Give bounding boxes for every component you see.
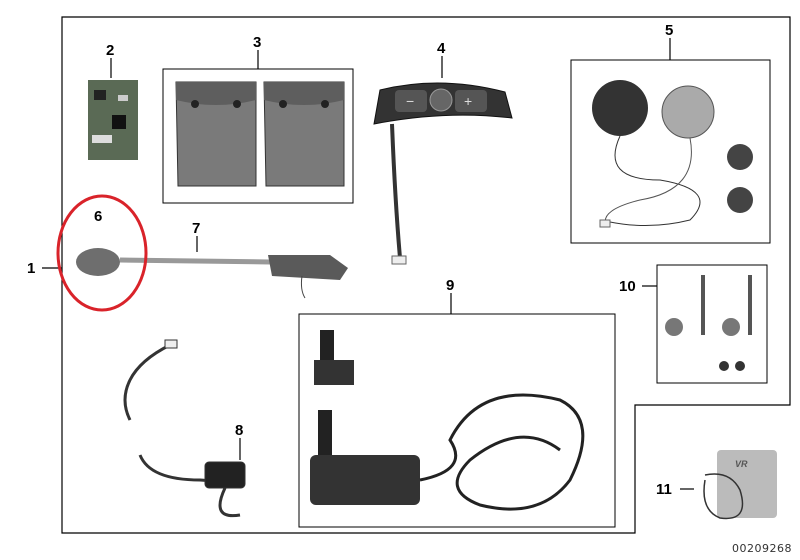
part-label-3: 3 (253, 34, 262, 51)
highlight-ring-part-6 (56, 194, 148, 312)
control-unit-part-4: − + (373, 82, 513, 265)
part-label-8: 8 (235, 422, 244, 439)
microphone-part-6-7 (76, 248, 348, 299)
speakers-part-5 (592, 80, 753, 228)
part-label-11: 11 (656, 481, 672, 498)
mounting-parts-10 (665, 275, 752, 371)
part-label-1: 1 (27, 260, 36, 277)
cable-part-8 (123, 339, 246, 518)
chargers-part-9 (310, 330, 585, 511)
part-label-5: 5 (665, 22, 674, 39)
part-label-6: 6 (94, 208, 103, 225)
main-frame (61, 16, 791, 534)
circuit-board-part-2 (88, 80, 138, 160)
part-label-10: 10 (619, 278, 636, 295)
part-label-4: 4 (437, 40, 446, 57)
box-part-10 (656, 264, 768, 384)
part-label-9: 9 (446, 277, 455, 294)
svg-text:VR: VR (735, 459, 748, 469)
pouches-part-3 (175, 81, 345, 187)
svg-text:−: − (406, 93, 414, 109)
part-label-2: 2 (106, 42, 115, 59)
svg-text:+: + (464, 93, 472, 109)
leader-lines (42, 38, 694, 490)
part-label-7: 7 (192, 220, 201, 237)
box-part-9 (298, 313, 616, 528)
document-number: 00209268 (732, 542, 792, 555)
battery-part-11: VR (703, 450, 777, 520)
